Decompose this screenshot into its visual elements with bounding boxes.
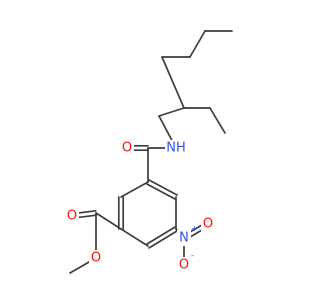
structure-diagram: O NH N + O - O — [65, 30, 233, 274]
bond-c2-c3 — [189, 30, 206, 58]
bond-r5-cest — [95, 212, 122, 230]
atom-amide-oxygen: O — [120, 140, 134, 156]
amide-oxygen-symbol: O — [122, 141, 132, 156]
ester-carbonyl-oxygen-symbol: O — [67, 209, 77, 224]
atom-nitro-nitrogen: N + — [177, 224, 198, 246]
bond-c6-c7 — [209, 107, 226, 134]
bond-r6-r1 — [120, 181, 149, 198]
bond-r1-r2-line1 — [148, 179, 178, 196]
bond-r4-r5 — [120, 228, 149, 247]
bond-c5-c8 — [158, 107, 185, 117]
atom-amide-nitrogen: NH — [165, 140, 187, 156]
atom-label-layer: O NH N + O - O — [65, 140, 215, 273]
nitro-oxygen-double-symbol: O — [203, 217, 213, 232]
atom-nitro-oxygen-double: O — [201, 216, 215, 232]
nitro-oxygen-anion-charge: - — [191, 251, 194, 260]
atom-ester-carbonyl-oxygen: O — [65, 208, 79, 224]
nitro-nitrogen-charge: + — [191, 224, 198, 233]
atom-ester-ether-oxygen: O — [89, 250, 103, 266]
bond-r1-r2-line2 — [146, 183, 176, 200]
nitro-oxygen-anion-symbol: O — [179, 258, 189, 273]
nitro-nitrogen-symbol: N — [179, 231, 189, 246]
bond-layer — [69, 30, 233, 274]
atom-nitro-oxygen-anion: O - — [177, 251, 194, 273]
bond-r3-r4-line1 — [148, 230, 178, 249]
bond-r3-r4-line2 — [146, 226, 176, 245]
bond-c4-c5 — [161, 56, 185, 109]
amide-nitrogen-symbol: NH — [166, 141, 186, 156]
ester-ether-oxygen-symbol: O — [91, 251, 101, 266]
molecule-svg: O NH N + O - O — [65, 30, 233, 274]
